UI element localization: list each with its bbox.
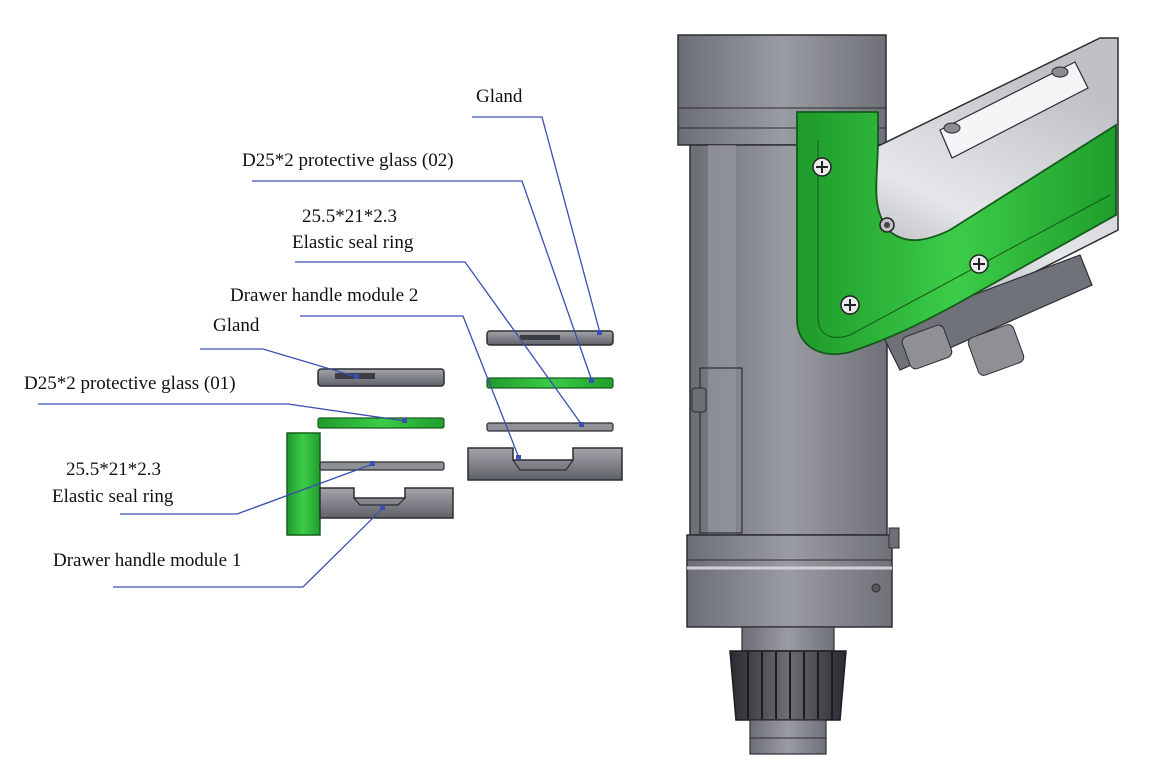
leader-drawer-2 [300,315,520,459]
leader-glass-01 [38,403,406,422]
label-glass-02: D25*2 protective glass (02) [242,150,454,171]
leader-seal-01 [120,463,374,515]
module-1-assembly [286,368,454,536]
leader-glass-02 [252,180,593,382]
leader-endpoints [354,330,602,510]
label-glass-01: D25*2 protective glass (01) [24,373,236,394]
screw-icon [969,254,989,274]
module-2-assembly [467,330,623,481]
glass-01-part [317,417,445,429]
label-gland-02: Gland [476,86,523,107]
leader-gland-02 [472,116,601,334]
leader-drawer-1 [113,507,384,588]
seal-ring-01-part [319,461,445,471]
screw-icon [812,157,832,177]
drawer-handle-module-2-part [467,447,623,481]
green-l-bracket [796,111,1117,356]
label-seal-01-name: Elastic seal ring [52,486,174,507]
laser-head-body [677,34,1119,755]
screw-icon [840,295,860,315]
leader-seal-02 [295,261,583,426]
label-drawer-2: Drawer handle module 2 [230,285,419,306]
glass-02-part [486,377,614,389]
screw-icon [879,217,895,233]
label-seal-01-dim: 25.5*21*2.3 [66,459,161,480]
drawer-handle-module-1-part [319,487,454,519]
leader-lines [38,116,601,588]
green-holder-plate [286,432,321,536]
label-drawer-1: Drawer handle module 1 [53,550,242,571]
label-seal-02-dim: 25.5*21*2.3 [302,206,397,227]
label-seal-02-name: Elastic seal ring [292,232,414,253]
label-gland-01: Gland [213,315,260,336]
leader-gland-01 [200,348,358,378]
